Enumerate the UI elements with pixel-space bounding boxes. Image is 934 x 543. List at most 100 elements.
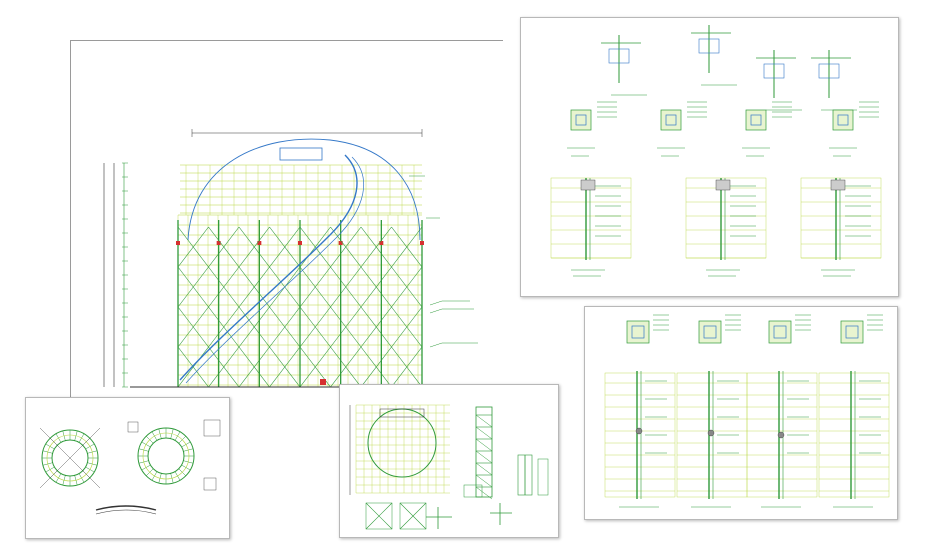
x-brace	[299, 226, 331, 268]
column-core	[750, 114, 762, 126]
legend-box	[203, 477, 217, 491]
joint-marker	[707, 429, 715, 437]
legend-box	[127, 421, 139, 433]
joint-marker	[635, 427, 643, 435]
x-brace	[330, 226, 362, 268]
elevation-cap	[830, 179, 846, 191]
section-tower-drawing	[349, 404, 549, 530]
x-brace	[330, 306, 362, 348]
annotation-leader	[429, 342, 443, 348]
spiral-stair	[179, 154, 358, 381]
x-brace	[330, 266, 362, 308]
x-brace	[330, 346, 362, 388]
x-brace	[208, 346, 240, 388]
plan-mid-ring	[46, 434, 94, 482]
detail-sheet-top-right[interactable]	[520, 17, 899, 297]
spiral-stair-rail	[185, 156, 364, 384]
column-sections-drawing	[604, 314, 890, 508]
legend-box	[203, 419, 221, 437]
column-marker	[298, 241, 302, 245]
detail-sheet-bottom-right[interactable]	[584, 306, 898, 520]
column-core	[773, 325, 787, 339]
x-brace	[299, 266, 331, 308]
column-marker	[216, 241, 221, 245]
tower-stair	[475, 450, 493, 464]
column-core	[703, 325, 717, 339]
stair-tower	[475, 406, 493, 498]
column-marker	[338, 241, 343, 245]
x-brace	[360, 266, 392, 308]
detail-box	[365, 502, 393, 530]
joint-marker	[777, 431, 785, 439]
column-marker	[379, 241, 384, 245]
x-brace	[391, 306, 423, 348]
column-core	[575, 114, 587, 126]
x-brace	[391, 226, 423, 268]
detail-box	[399, 502, 427, 530]
tank-section-circle	[367, 408, 437, 478]
elevation-cap	[580, 179, 596, 191]
column-core	[837, 114, 849, 126]
annotation-leader	[429, 308, 443, 314]
x-brace	[238, 306, 270, 348]
elevation-grid	[818, 372, 890, 498]
column-plan	[745, 109, 767, 131]
elevation-grid	[604, 372, 676, 498]
x-brace	[208, 266, 240, 308]
circular-plan-drawing	[39, 419, 221, 515]
plan-axis	[39, 427, 101, 489]
x-brace	[365, 502, 393, 530]
x-brace	[299, 346, 331, 388]
elevation-cap	[715, 179, 731, 191]
elevation-grid	[746, 372, 818, 498]
detail-plate	[698, 38, 720, 54]
column-plan	[832, 109, 854, 131]
x-brace	[238, 266, 270, 308]
x-brace	[399, 502, 427, 530]
detail-plate	[818, 63, 840, 79]
x-brace	[177, 346, 209, 388]
x-brace	[238, 226, 270, 268]
x-brace	[391, 346, 423, 388]
x-brace	[177, 226, 209, 268]
tower-base	[463, 484, 483, 498]
column-plan	[768, 320, 792, 344]
main-elevation-sheet[interactable]	[70, 15, 503, 397]
section-cap	[379, 408, 425, 418]
connection-details-drawing	[550, 25, 882, 277]
small-elevation	[537, 458, 549, 496]
x-brace	[360, 306, 392, 348]
column-plan	[698, 320, 722, 344]
x-brace	[177, 266, 209, 308]
plan-sheet-bottom-left[interactable]	[25, 397, 230, 539]
detail-plate	[608, 48, 630, 64]
x-brace	[391, 266, 423, 308]
tower-stair	[475, 486, 493, 500]
x-brace	[238, 346, 270, 388]
x-brace	[360, 226, 392, 268]
section-sheet-bottom-middle[interactable]	[339, 384, 559, 538]
x-brace	[269, 306, 301, 348]
column-plan	[840, 320, 864, 344]
column-core	[631, 325, 645, 339]
column-marker	[257, 241, 262, 245]
x-brace	[299, 306, 331, 348]
column-plan	[626, 320, 650, 344]
plan-mid-ring	[142, 432, 190, 480]
column-core	[845, 325, 859, 339]
tower-stair	[475, 462, 493, 476]
detail-plate	[763, 63, 785, 79]
column-plan	[570, 109, 592, 131]
column-plan	[660, 109, 682, 131]
tower-stair	[475, 414, 493, 428]
tower-stair	[475, 426, 493, 440]
top-platform	[279, 147, 323, 161]
x-brace	[360, 346, 392, 388]
column-marker	[420, 241, 424, 245]
x-brace	[269, 346, 301, 388]
x-brace	[177, 306, 209, 348]
drawing-frame	[70, 40, 503, 397]
plan-inner-ring	[147, 437, 185, 475]
annotation-leader	[429, 300, 443, 306]
tower-stair	[475, 438, 493, 452]
